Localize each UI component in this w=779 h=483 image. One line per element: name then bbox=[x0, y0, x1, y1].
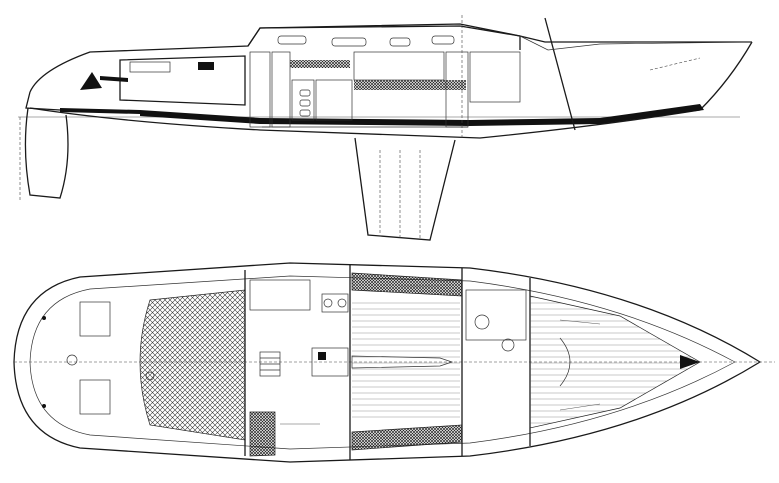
cabin-sole bbox=[352, 300, 460, 420]
hatch-dark bbox=[198, 62, 214, 70]
portlight bbox=[431, 35, 455, 45]
boot-stripe bbox=[140, 104, 704, 126]
pedestal bbox=[145, 371, 155, 381]
anchor-locker bbox=[649, 57, 701, 71]
cockpit-locker bbox=[129, 61, 171, 73]
keel bbox=[354, 137, 456, 241]
portlight bbox=[389, 37, 411, 47]
logo-mark bbox=[80, 72, 102, 90]
basin-icon bbox=[501, 338, 515, 352]
salon-table bbox=[311, 347, 349, 377]
chain-locker bbox=[559, 337, 571, 387]
sink-icon bbox=[318, 352, 326, 360]
settee-port bbox=[351, 272, 463, 297]
hull-bottom bbox=[29, 41, 753, 139]
bow-deck-line bbox=[519, 35, 753, 51]
portlight bbox=[277, 35, 307, 45]
profile-interior bbox=[249, 51, 521, 128]
burner-icon bbox=[323, 298, 333, 308]
keel-section-lines bbox=[379, 150, 421, 238]
stern-fitting bbox=[42, 404, 46, 408]
stern-fitting bbox=[42, 316, 46, 320]
drop-leaf-table bbox=[351, 355, 454, 369]
callout-lines bbox=[280, 285, 601, 425]
aft-locker-port bbox=[79, 301, 111, 337]
settee-stbd bbox=[351, 424, 463, 451]
side-profile-view bbox=[18, 15, 753, 241]
head-compartment bbox=[465, 289, 527, 341]
berth-cushion bbox=[354, 80, 466, 90]
mast-section bbox=[544, 17, 576, 131]
stove bbox=[321, 293, 349, 313]
bow-mark bbox=[680, 355, 700, 369]
accommodation-plan-view bbox=[13, 262, 775, 463]
portlight bbox=[331, 37, 367, 47]
v-berth bbox=[529, 295, 701, 429]
burner-icon bbox=[337, 298, 347, 308]
cabin-house bbox=[247, 25, 521, 50]
cockpit bbox=[119, 55, 246, 106]
transom bbox=[25, 91, 61, 111]
toilet-icon bbox=[474, 314, 490, 330]
hull-sheer bbox=[29, 23, 752, 93]
galley-counter bbox=[249, 279, 311, 311]
quarter-berth bbox=[249, 411, 276, 457]
aft-locker-stbd bbox=[79, 379, 111, 415]
wheel-hub bbox=[66, 354, 78, 366]
logo-stripe bbox=[100, 76, 128, 82]
stern-stripe bbox=[60, 108, 140, 114]
rudder bbox=[24, 107, 69, 199]
cockpit-sole bbox=[139, 289, 246, 441]
